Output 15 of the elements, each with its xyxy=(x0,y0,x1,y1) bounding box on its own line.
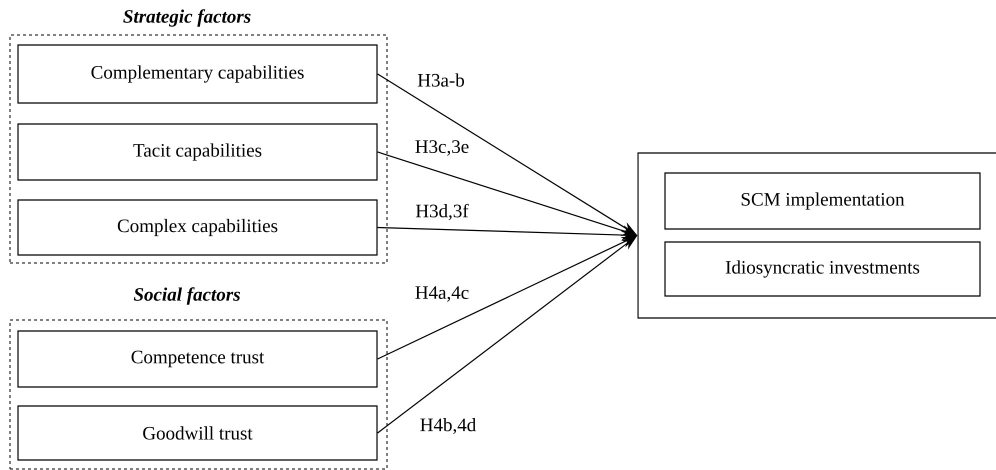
factor-box: Idiosyncratic investments xyxy=(664,241,981,297)
factor-box: Competence trust xyxy=(17,330,378,388)
edge-label: H3d,3f xyxy=(416,204,469,220)
factor-box: Goodwill trust xyxy=(17,405,378,461)
factor-box: SCM implementation xyxy=(664,172,981,230)
factor-box: Complex capabilities xyxy=(17,199,378,256)
outer-box xyxy=(637,152,996,319)
edge-label: H4a,4c xyxy=(415,286,469,302)
factor-box: Complementary capabilities xyxy=(17,44,378,104)
edge-label: H3c,3e xyxy=(415,140,469,156)
factor-box: Tacit capabilities xyxy=(17,123,378,181)
edge-label: H3a-b xyxy=(418,73,464,87)
group-heading: Strategic factors xyxy=(123,9,251,27)
group-heading: Social factors xyxy=(134,287,240,305)
edge-label: H4b,4d xyxy=(420,418,476,434)
